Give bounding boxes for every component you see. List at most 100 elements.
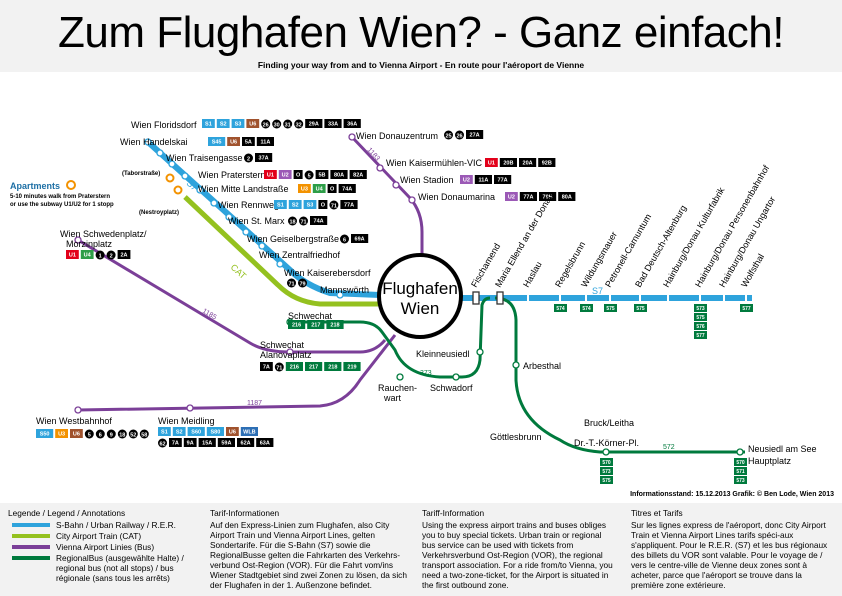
- stop-westbahnhof-badge: 9: [106, 429, 116, 439]
- station-north-0-badge-text: 32: [296, 122, 302, 128]
- apartments-title: Apartments: [10, 181, 60, 191]
- station-north-4-badge-text: U4: [316, 187, 324, 193]
- station-north-0-badge-text: 33A: [328, 122, 338, 128]
- station-dot-north-1: [156, 149, 164, 157]
- stop-neusiedl-badge: 570: [734, 458, 747, 466]
- stop-meidling-bus-badge-text: 15A: [202, 441, 212, 447]
- bus-stop-2-badge-text: 11A: [479, 178, 489, 184]
- station-north-7-badge: 6: [340, 234, 349, 244]
- station-label-north-1: Wien Handelskai: [120, 137, 188, 147]
- station-north-6-badge-text: 74A: [314, 219, 324, 225]
- apartments-line1: 5-10 minutes walk from Praterstern: [10, 194, 110, 200]
- station-north-3-badge-text: 82A: [353, 173, 363, 179]
- east-station-3-badge: 574: [554, 304, 567, 312]
- stop-label-kleinneusiedl: Kleinneusiedl: [416, 349, 470, 359]
- east-station-10-badge-text: 577: [742, 306, 751, 312]
- stop-label-schwedenplatz-1: Wien Schwedenplatz/: [60, 229, 147, 239]
- stop-schwechat-badge-text: 216: [292, 323, 301, 329]
- stop-neusiedl-badge-text: 573: [736, 478, 745, 484]
- stop-schwechat-badge: 218: [326, 320, 344, 329]
- stop-schwedenplatz-badge: 2: [106, 250, 116, 260]
- stop-label-neusiedl-2: Hauptplatz: [748, 456, 792, 466]
- bus-stop-dot-2: [392, 181, 400, 189]
- bus-stop-3-badge-text: 80A: [562, 195, 572, 201]
- station-north-0-badge: U6: [246, 119, 260, 128]
- stop-westbahnhof-badge: 58: [139, 429, 149, 439]
- station-north-0-badge: 32: [294, 119, 304, 129]
- station-north-0-badge: 29A: [305, 119, 323, 128]
- stop-westbahnhof-badge: U3: [55, 429, 68, 438]
- station-north-7-badge: 69A: [351, 234, 369, 243]
- station-label-north-6: Wien St. Marx: [228, 216, 285, 226]
- east-station-label-1: Maria Ellend an der Donau: [493, 191, 555, 289]
- stop-alanova-badge-text: 217: [309, 365, 318, 371]
- airport-hub-label-line2: Wien: [401, 299, 440, 318]
- stop-meidling-rail-badge-text: S60: [191, 430, 201, 436]
- stop-meidling-rail-badge: S60: [187, 427, 205, 436]
- tariff-de-text: Auf den Express-Linien zum Flughafen, al…: [210, 520, 407, 590]
- station-north-4-badge-text: O: [330, 187, 335, 193]
- stop-dot-kleinneusiedl: [476, 348, 484, 356]
- station-north-1-badge-text: 5A: [245, 140, 252, 146]
- station-label-north-3: Wien Praterstern: [198, 170, 266, 180]
- stop-alanova-badge: 219: [343, 362, 361, 371]
- bus-stop-1-badge-text: 20A: [523, 161, 533, 167]
- stop-westbahnhof-badge: U6: [70, 429, 83, 438]
- legend-swatch-sbahn: [12, 523, 50, 527]
- stop-alanova-badge-text: 7A: [263, 365, 270, 371]
- stop-label-neusiedl-1: Neusiedl am See: [748, 444, 817, 454]
- bus-stop-2-badge-text: U2: [463, 178, 470, 184]
- east-station-8-badge: 577: [694, 331, 707, 339]
- station-label-north-8: Wien Zentralfriedhof: [259, 250, 341, 260]
- header-background: [0, 0, 842, 72]
- bus-stop-0-badge-text: 27A: [470, 133, 480, 139]
- east-station-8-badge: 573: [694, 304, 707, 312]
- east-station-6-badge-text: 575: [636, 306, 645, 312]
- station-north-3-badge: U1: [264, 170, 277, 179]
- stop-neusiedl-badge-text: 570: [736, 460, 745, 466]
- page-subtitle: Finding your way from and to Vienna Airp…: [257, 60, 585, 70]
- bus-stop-3-badge-text: 79B: [543, 195, 553, 201]
- station-north-3-badge: U2: [278, 170, 292, 179]
- station-north-9-badge-text: 79: [299, 281, 305, 287]
- stop-label-bruck-1: Bruck/Leitha: [584, 418, 634, 428]
- bus-stop-0-badge: 25: [444, 130, 453, 140]
- station-dot-north-2: [168, 160, 176, 168]
- line-label-cat: CAT: [229, 262, 249, 281]
- stop-neusiedl-badge-text: 571: [736, 469, 745, 475]
- bus-stop-1-badge: 20A: [519, 158, 537, 167]
- stop-bruck-badge: 570: [600, 458, 613, 466]
- station-north-2-badge: 37A: [255, 153, 273, 162]
- station-north-3-badge: 80A: [330, 170, 348, 179]
- bus-stop-2-badge: 11A: [474, 175, 492, 184]
- stop-label-schwadorf: Schwadorf: [430, 383, 473, 393]
- station-dot-north-9: [276, 260, 284, 268]
- footer: Legende / Legend / Annotations S-Bahn / …: [0, 503, 842, 596]
- east-station-marker-0: [472, 291, 480, 305]
- station-dot-north-7: [242, 228, 250, 236]
- page-title: Zum Flughafen Wien? - Ganz einfach!: [58, 8, 784, 57]
- station-north-1-badge: 5A: [242, 137, 255, 146]
- station-north-1-badge: S45: [208, 137, 226, 146]
- stop-dot-schwedenplatz: [74, 236, 82, 244]
- stop-label-rauchenwart-2: wart: [383, 393, 402, 403]
- stop-westbahnhof-badge: S50: [36, 429, 54, 438]
- station-north-2-badge-text: 37A: [259, 156, 269, 162]
- east-station-3-badge-text: 574: [556, 306, 565, 312]
- bus-stop-2-badge: U2: [460, 175, 473, 184]
- tariff-fr-text: Sur les lignes express de l'aéroport, do…: [631, 520, 828, 590]
- station-north-3-badge-text: U1: [267, 173, 274, 179]
- station-north-9-badge: 71: [287, 278, 296, 288]
- stop-meidling-bus-badge-text: 62A: [241, 441, 251, 447]
- stop-label-rauchenwart-1: Rauchen-: [378, 383, 417, 393]
- station-north-3-badge: 82A: [349, 170, 367, 179]
- stop-alanova-badge-text: 219: [347, 365, 356, 371]
- stop-label-westbahnhof: Wien Westbahnhof: [36, 416, 112, 426]
- station-dot-north-6: [225, 213, 233, 221]
- station-north-0-badge-text: S3: [235, 122, 242, 128]
- station-north-4-badge: U4: [312, 184, 326, 193]
- legend-item-cat: City Airport Train (CAT): [8, 531, 203, 542]
